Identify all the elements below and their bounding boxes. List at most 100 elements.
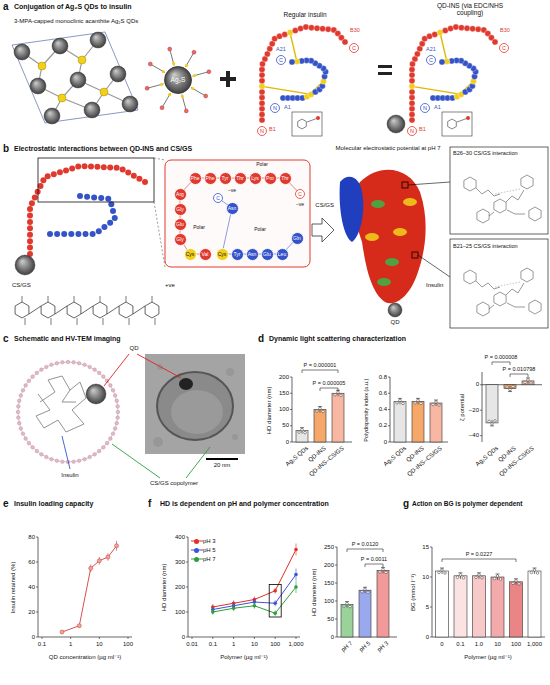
panel-subtitle: Regular insulin xyxy=(284,11,327,18)
tick-mark xyxy=(36,562,38,563)
residue-bead xyxy=(409,89,415,95)
polymer-bead xyxy=(24,437,28,441)
axis-title: ζ potential xyxy=(459,393,466,420)
residue-circle: Lys xyxy=(249,172,262,185)
tick-mark xyxy=(335,565,337,566)
polymer-bead xyxy=(17,416,21,420)
tick-mark xyxy=(480,410,482,411)
molecule-ring xyxy=(494,199,506,213)
node-circle xyxy=(427,56,436,65)
tick-label: 15 xyxy=(422,544,429,551)
tick-label: 50 xyxy=(327,616,334,623)
p-value: P = 0.000001 xyxy=(304,362,337,368)
panel-letter: g xyxy=(403,498,409,510)
tick-mark xyxy=(233,637,234,639)
data-point xyxy=(438,404,441,407)
node-text: Glu xyxy=(174,218,187,231)
tem-texture xyxy=(153,437,163,447)
tick-label: 0 xyxy=(384,439,387,446)
tem-texture xyxy=(232,434,238,440)
residue-circle: Asn xyxy=(246,248,259,261)
data-point xyxy=(444,572,447,575)
quantum-dot: Ag₂S xyxy=(164,66,192,94)
residue-label: B1 xyxy=(419,126,426,132)
qd-sphere xyxy=(110,66,126,82)
tick-mark xyxy=(192,637,193,639)
tick-mark xyxy=(36,637,38,638)
polymer-bead xyxy=(19,394,23,398)
error-bar xyxy=(490,425,494,426)
node-circle xyxy=(249,172,261,184)
node-circle xyxy=(214,194,223,203)
data-point xyxy=(518,583,521,586)
bar xyxy=(436,571,449,637)
polymer-bead xyxy=(111,389,115,393)
polymer-bead xyxy=(17,405,21,409)
residue-bead xyxy=(277,33,283,39)
residue-bead xyxy=(32,194,38,200)
panel-letter: b xyxy=(3,143,9,155)
residue-bead xyxy=(409,95,415,101)
residue-bead xyxy=(27,232,33,238)
qd-sphere xyxy=(86,384,106,404)
bar xyxy=(412,401,424,442)
tick-label: −40 xyxy=(469,432,479,439)
legend-text: pH 7 xyxy=(203,556,216,562)
residue-bead xyxy=(259,100,265,106)
polymer-bead xyxy=(115,421,119,425)
data-point xyxy=(478,574,481,577)
node-circle xyxy=(500,44,509,53)
polymer-bead xyxy=(116,405,120,409)
potential-patch xyxy=(371,200,385,208)
residue-circle: Glu xyxy=(174,218,187,231)
residue-bead xyxy=(88,164,94,170)
legend-swatch xyxy=(194,548,199,553)
zoom-line xyxy=(154,202,165,267)
tick-label: 0.01 xyxy=(186,641,198,648)
residue-bead xyxy=(437,29,443,35)
structure-box xyxy=(450,239,548,328)
residue-bead xyxy=(142,179,148,185)
data-point xyxy=(462,577,465,580)
node-text: Thr xyxy=(279,172,292,185)
axis-line xyxy=(337,547,338,637)
polymer-bead xyxy=(83,457,87,461)
tick-label: 1 xyxy=(232,641,235,648)
panel-c xyxy=(16,354,245,478)
polymer-bead xyxy=(83,363,87,367)
error-bar xyxy=(514,578,518,579)
panel-f xyxy=(186,537,397,639)
residue-bead xyxy=(54,231,60,237)
polymer-bead xyxy=(17,399,21,403)
error-bar xyxy=(497,574,498,580)
data-point xyxy=(515,580,518,583)
data-point xyxy=(420,402,423,405)
data-point xyxy=(379,571,382,574)
node-text: Thr xyxy=(234,172,247,185)
glycosidic-bond xyxy=(29,306,41,314)
node-text: Cys xyxy=(184,248,197,261)
panel-letter: c xyxy=(3,333,9,345)
amine-bond xyxy=(103,318,104,325)
scale-bar xyxy=(206,458,238,460)
tick-mark xyxy=(212,637,213,639)
carboxyl-group xyxy=(204,94,208,98)
residue-bead xyxy=(77,193,83,199)
tick-mark xyxy=(186,537,188,538)
residue-bead xyxy=(282,31,288,37)
residue-bead xyxy=(259,111,265,117)
node-circle xyxy=(199,248,211,260)
tick-label: 0 xyxy=(182,634,185,641)
legend-text: pH 3 xyxy=(203,538,216,544)
polymer-bead xyxy=(97,371,101,375)
residue-bead xyxy=(98,195,104,201)
charge-label: −ve xyxy=(228,188,236,194)
polymer-bead xyxy=(102,446,106,450)
panel-b xyxy=(15,147,548,328)
axis-title: HD diameter (nm) xyxy=(162,563,169,611)
residue-bead xyxy=(442,28,448,34)
data-point xyxy=(512,582,515,585)
data-line xyxy=(213,550,296,608)
error-bar xyxy=(381,567,385,568)
